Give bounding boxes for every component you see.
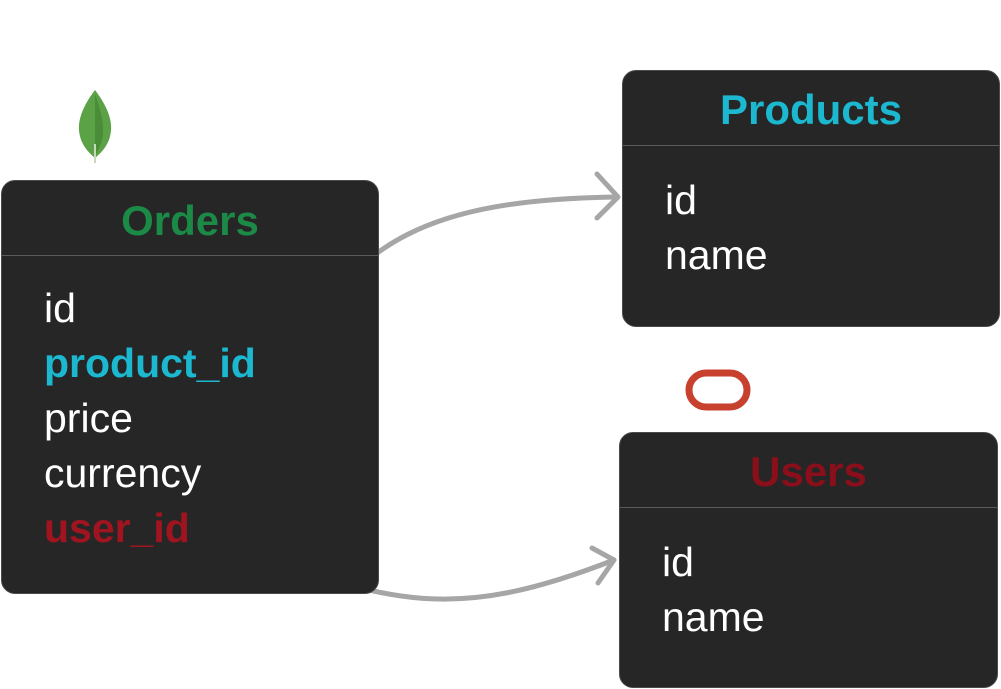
arrowhead-products: [594, 171, 621, 221]
users-field-name: name: [662, 594, 765, 640]
oracle-ring-icon: [685, 369, 751, 411]
products-field-id: id: [665, 177, 697, 223]
products-field-name: name: [665, 232, 768, 278]
orders-field-list: id product_id price currency user_id: [44, 281, 256, 556]
orders-header-divider: [2, 255, 378, 256]
users-field-list: id name: [662, 535, 765, 645]
users-field-id: id: [662, 539, 694, 585]
products-field-list: id name: [665, 173, 768, 283]
orders-table-title: Orders: [121, 197, 259, 244]
users-table-title: Users: [750, 448, 867, 495]
products-table-title: Products: [719, 86, 903, 133]
mongodb-leaf-icon: [78, 90, 112, 163]
products-header-divider: [623, 145, 999, 146]
orders-field-user-id: user_id: [44, 505, 190, 551]
orders-table: Orders id product_id price currency user…: [1, 180, 379, 594]
orders-field-currency: currency: [44, 450, 202, 496]
orders-field-product-id: product_id: [44, 340, 256, 386]
orders-field-id: id: [44, 285, 76, 331]
orders-field-price: price: [44, 395, 133, 441]
users-table: Users id name: [619, 432, 998, 688]
users-header-divider: [620, 507, 997, 508]
products-table: Products id name: [622, 70, 1000, 327]
arrowhead-users: [589, 545, 617, 586]
